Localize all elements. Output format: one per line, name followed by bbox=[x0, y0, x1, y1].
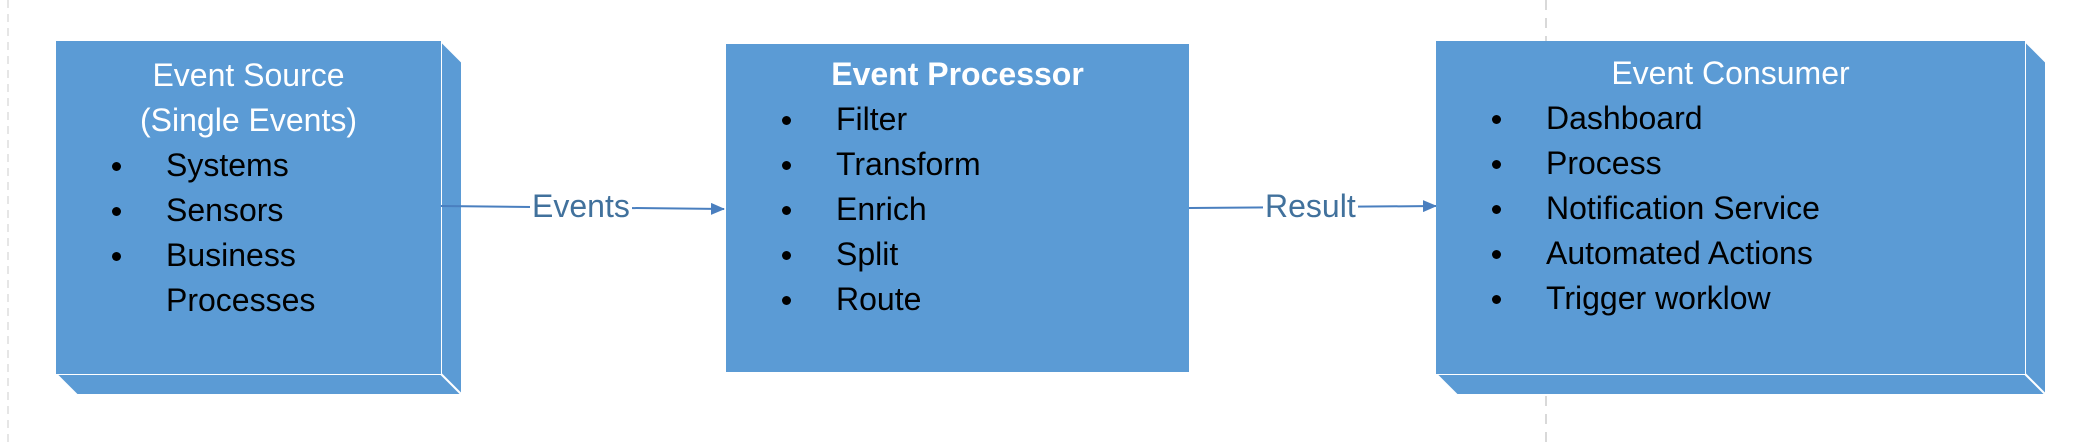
bullet-icon bbox=[1492, 295, 1501, 304]
event-source-list: Systems Sensors Business Processes bbox=[56, 143, 441, 323]
event-processor-box: Event Processor Filter Transform Enrich … bbox=[726, 44, 1189, 372]
bullet-icon bbox=[1492, 115, 1501, 124]
list-item: Process bbox=[1436, 141, 2025, 186]
events-edge-label: Events bbox=[530, 186, 632, 226]
bullet-icon bbox=[1492, 205, 1501, 214]
source-box-right-face bbox=[440, 38, 463, 398]
event-consumer-box: Event Consumer Dashboard Process Notific… bbox=[1436, 41, 2025, 374]
bullet-icon bbox=[112, 252, 121, 261]
list-item: Transform bbox=[726, 142, 1189, 187]
bullet-icon bbox=[782, 296, 791, 305]
event-consumer-list: Dashboard Process Notification Service A… bbox=[1436, 96, 2025, 321]
list-item: Trigger worklow bbox=[1436, 276, 2025, 321]
bullet-icon bbox=[1492, 160, 1501, 169]
event-source-box: Event Source (Single Events) Systems Sen… bbox=[56, 41, 441, 374]
event-processor-list: Filter Transform Enrich Split Route bbox=[726, 97, 1189, 322]
event-processor-title: Event Processor bbox=[831, 56, 1084, 92]
bullet-icon bbox=[112, 207, 121, 216]
source-box-bottom-face bbox=[53, 373, 465, 396]
list-item: Automated Actions bbox=[1436, 231, 2025, 276]
bullet-icon bbox=[782, 206, 791, 215]
list-item-continuation: Processes bbox=[166, 282, 316, 318]
list-item: Filter bbox=[726, 97, 1189, 142]
list-item: Sensors bbox=[56, 188, 441, 233]
list-item: Notification Service bbox=[1436, 186, 2025, 231]
event-source-title: Event Source (Single Events) bbox=[56, 53, 441, 143]
list-item: Enrich bbox=[726, 187, 1189, 232]
event-consumer-title: Event Consumer bbox=[1611, 55, 1850, 91]
result-edge-label: Result bbox=[1263, 186, 1358, 226]
bullet-icon bbox=[782, 116, 791, 125]
list-item: Split bbox=[726, 232, 1189, 277]
list-item: Systems bbox=[56, 143, 441, 188]
event-source-title-line-2: (Single Events) bbox=[140, 102, 357, 138]
bullet-icon bbox=[1492, 250, 1501, 259]
consumer-box-bottom-face bbox=[1433, 373, 2049, 396]
event-source-title-line-1: Event Source bbox=[152, 57, 345, 93]
bullet-icon bbox=[782, 161, 791, 170]
list-item: Dashboard bbox=[1436, 96, 2025, 141]
bullet-icon bbox=[782, 251, 791, 260]
consumer-box-right-face bbox=[2024, 38, 2047, 398]
list-item: Route bbox=[726, 277, 1189, 322]
bullet-icon bbox=[112, 162, 121, 171]
list-item: Business bbox=[56, 233, 441, 278]
